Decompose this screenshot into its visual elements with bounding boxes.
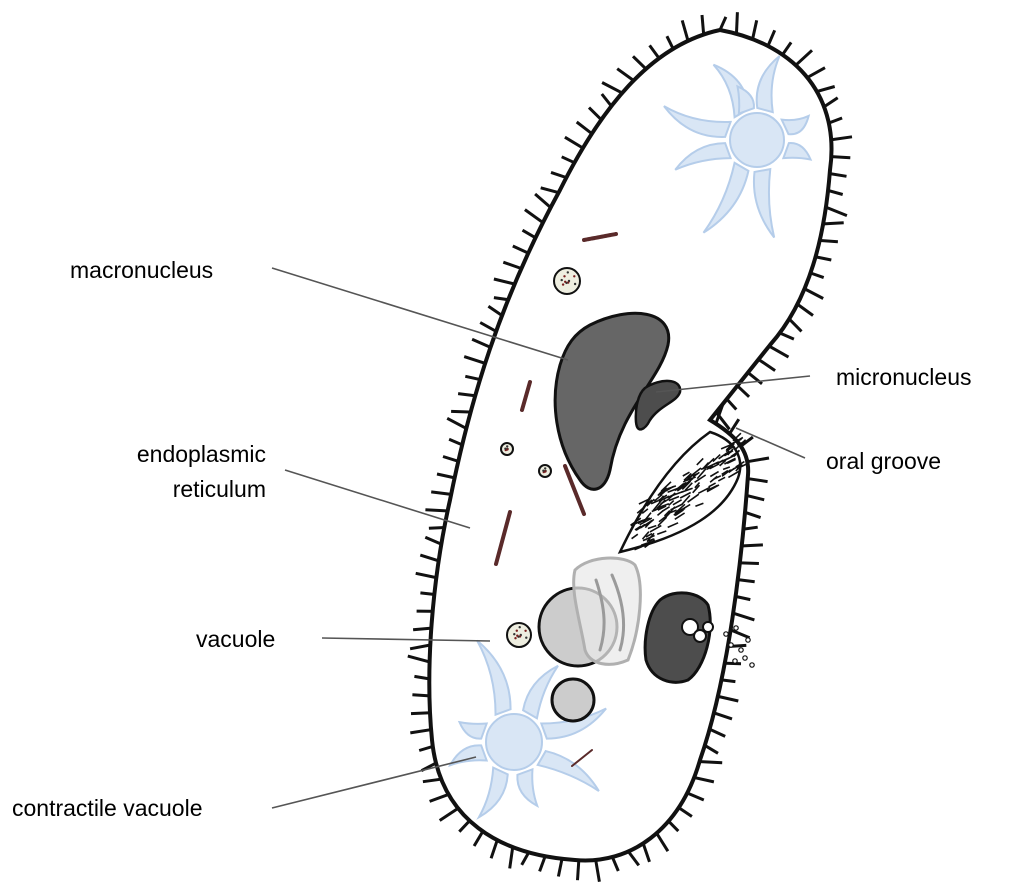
vacuole-particle — [516, 630, 518, 632]
expelled-particle — [724, 632, 728, 636]
vacuole-particle — [525, 637, 527, 639]
vacuole-particle — [563, 275, 565, 277]
expelled-particle — [739, 648, 743, 652]
forming-vacuole — [574, 558, 641, 664]
vacuole-particle — [519, 626, 521, 628]
expelled-particle — [750, 663, 754, 667]
label-endoplasmic: endoplasmic — [137, 441, 266, 467]
vacuole-particle — [524, 630, 526, 632]
food-vacuole-small — [552, 679, 594, 721]
expelled-particle — [734, 626, 738, 630]
vacuole-particle — [514, 637, 516, 639]
label-reticulum: reticulum — [173, 476, 266, 502]
expelled-particle — [743, 656, 747, 660]
vacuole-particle — [567, 271, 569, 273]
label-contractile-vacuole: contractile vacuole — [12, 795, 203, 821]
label-macronucleus: macronucleus — [70, 257, 213, 283]
label-micronucleus: micronucleus — [836, 364, 972, 390]
label-vacuole: vacuole — [196, 626, 275, 652]
vacuole-particle — [562, 283, 564, 285]
leader-endoplasmic-reticulum — [285, 470, 470, 528]
expelled-particle — [746, 638, 750, 642]
expelled-particle — [729, 643, 733, 647]
label-oral-groove: oral groove — [826, 448, 941, 474]
vacuole-particle — [561, 279, 563, 281]
vacuole-particle — [513, 633, 515, 635]
contractile-vacuole-center — [730, 113, 784, 167]
vacuole-particle — [542, 470, 544, 472]
vacuole-particle — [506, 445, 508, 447]
expelled-particle — [733, 659, 737, 663]
contractile-vacuole-center — [486, 714, 542, 770]
vacuole-particle — [504, 448, 506, 450]
vacuole-particle — [574, 283, 576, 285]
vacuole-particle — [573, 275, 575, 277]
vacuole-particle — [564, 281, 566, 283]
vacuole-particle — [516, 635, 518, 637]
vacuole-particle — [544, 467, 546, 469]
